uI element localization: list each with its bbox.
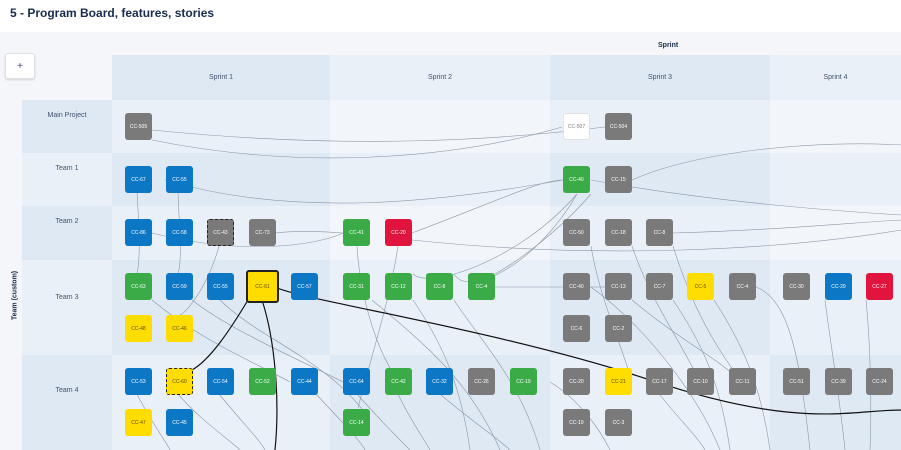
team-header-team-2: Team 2 <box>22 206 112 260</box>
card-cc-52[interactable]: CC-52 <box>249 368 276 395</box>
card-cc-19-gray[interactable]: CC-19 <box>563 409 590 436</box>
header-bar <box>0 0 901 32</box>
card-cc-4-green[interactable]: CC-4 <box>468 273 495 300</box>
card-cc-61[interactable]: CC-61 <box>246 270 279 303</box>
card-cc-60[interactable]: CC-60 <box>166 368 193 395</box>
card-cc-31[interactable]: CC-31 <box>343 273 370 300</box>
card-cc-29[interactable]: CC-29 <box>825 273 852 300</box>
add-button[interactable]: + <box>5 53 35 79</box>
card-cc-14[interactable]: CC-14 <box>343 409 370 436</box>
card-cc-24[interactable]: CC-24 <box>866 368 893 395</box>
card-cc-42[interactable]: CC-42 <box>385 368 412 395</box>
team-header-team-1: Team 1 <box>22 153 112 206</box>
team-header-team-4: Team 4 <box>22 355 112 450</box>
card-cc-27[interactable]: CC-27 <box>866 273 893 300</box>
card-cc-8-green[interactable]: CC-8 <box>426 273 453 300</box>
team-header-main-project: Main Project <box>22 100 112 153</box>
card-cc-21[interactable]: CC-21 <box>605 368 632 395</box>
card-cc-67[interactable]: CC-67 <box>125 166 152 193</box>
card-cc-53[interactable]: CC-53 <box>125 368 152 395</box>
sprint-header-2: Sprint 2 <box>330 55 550 100</box>
card-cc-20[interactable]: CC-20 <box>385 219 412 246</box>
card-cc-5[interactable]: CC-5 <box>687 273 714 300</box>
board-cell <box>330 100 550 153</box>
card-cc-3[interactable]: CC-3 <box>605 409 632 436</box>
card-cc-73[interactable]: CC-73 <box>249 219 276 246</box>
board-cell <box>770 153 901 206</box>
card-cc-43[interactable]: CC-43 <box>207 219 234 246</box>
card-cc-8[interactable]: CC-8 <box>646 219 673 246</box>
card-cc-504[interactable]: CC-504 <box>605 113 632 140</box>
card-cc-10[interactable]: CC-10 <box>687 368 714 395</box>
card-cc-51[interactable]: CC-51 <box>783 368 810 395</box>
card-cc-45[interactable]: CC-45 <box>166 409 193 436</box>
card-cc-40[interactable]: CC-40 <box>563 166 590 193</box>
card-cc-63[interactable]: CC-63 <box>125 273 152 300</box>
card-cc-40-gray[interactable]: CC-40 <box>563 273 590 300</box>
axis-label-team: Team (custom) <box>11 270 19 321</box>
sprint-header-1: Sprint 1 <box>112 55 330 100</box>
card-cc-46[interactable]: CC-46 <box>166 315 193 342</box>
axis-label-sprint: Sprint <box>658 42 679 49</box>
card-cc-55[interactable]: CC-55 <box>166 166 193 193</box>
card-cc-55[interactable]: CC-55 <box>207 273 234 300</box>
card-cc-30[interactable]: CC-30 <box>783 273 810 300</box>
program-board: Sprint 1 Sprint 2 Sprint 3 Sprint 4 Main… <box>22 55 901 450</box>
card-cc-54[interactable]: CC-54 <box>207 368 234 395</box>
card-cc-20-gray[interactable]: CC-20 <box>563 368 590 395</box>
board-cell <box>770 100 901 153</box>
card-cc-7[interactable]: CC-7 <box>646 273 673 300</box>
card-cc-12[interactable]: CC-12 <box>385 273 412 300</box>
card-cc-19-green[interactable]: CC-19 <box>510 368 537 395</box>
card-cc-59[interactable]: CC-59 <box>166 273 193 300</box>
board-cell <box>330 153 550 206</box>
card-cc-15[interactable]: CC-15 <box>605 166 632 193</box>
card-cc-64[interactable]: CC-64 <box>343 368 370 395</box>
card-cc-39[interactable]: CC-39 <box>825 368 852 395</box>
card-cc-507[interactable]: CC-507 <box>563 113 590 140</box>
card-cc-47[interactable]: CC-47 <box>125 409 152 436</box>
card-cc-505[interactable]: CC-505 <box>125 113 152 140</box>
card-cc-86[interactable]: CC-86 <box>125 219 152 246</box>
card-cc-17[interactable]: CC-17 <box>646 368 673 395</box>
card-cc-2[interactable]: CC-2 <box>605 315 632 342</box>
card-cc-57[interactable]: CC-57 <box>291 273 318 300</box>
card-cc-41[interactable]: CC-41 <box>343 219 370 246</box>
card-cc-50[interactable]: CC-50 <box>563 219 590 246</box>
card-cc-44[interactable]: CC-44 <box>291 368 318 395</box>
card-cc-13[interactable]: CC-13 <box>605 273 632 300</box>
card-cc-4-gray[interactable]: CC-4 <box>729 273 756 300</box>
team-header-team-3: Team 3 <box>22 260 112 355</box>
page-title: 5 - Program Board, features, stories <box>10 6 215 20</box>
board-cell <box>770 206 901 260</box>
card-cc-32[interactable]: CC-32 <box>426 368 453 395</box>
card-cc-58[interactable]: CC-58 <box>166 219 193 246</box>
sprint-header-4: Sprint 4 <box>770 55 901 100</box>
card-cc-26[interactable]: CC-26 <box>468 368 495 395</box>
card-cc-6[interactable]: CC-6 <box>563 315 590 342</box>
card-cc-48[interactable]: CC-48 <box>125 315 152 342</box>
sprint-header-3: Sprint 3 <box>550 55 770 100</box>
card-cc-11[interactable]: CC-11 <box>729 368 756 395</box>
card-cc-18[interactable]: CC-18 <box>605 219 632 246</box>
